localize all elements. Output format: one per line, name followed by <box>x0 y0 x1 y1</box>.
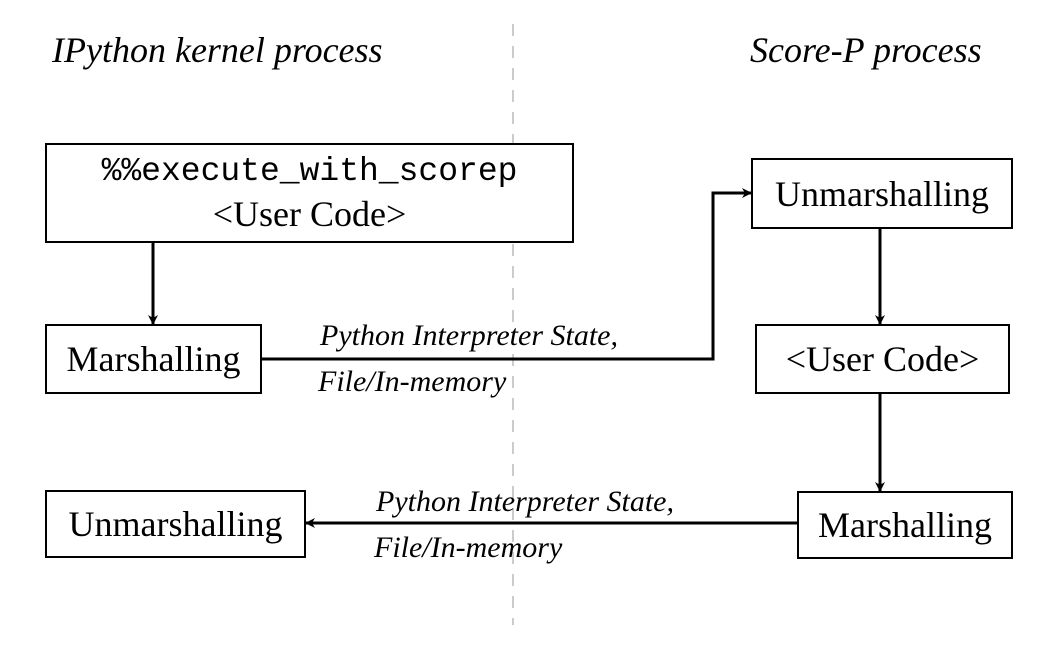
heading-ipython-kernel-process: IPython kernel process <box>52 30 383 70</box>
node-marshalling-left: Marshalling <box>45 324 262 394</box>
node-marshalling-right: Marshalling <box>797 491 1013 559</box>
node-magic-cell: %%execute_with_scorep <User Code> <box>45 143 574 243</box>
node-user-code-right: <User Code> <box>755 324 1010 394</box>
node-unmarshalling-left: Unmarshalling <box>45 490 306 558</box>
edge-label-forward-line2: File/In-memory <box>318 365 507 398</box>
edge-label-backward-line2: File/In-memory <box>374 531 563 564</box>
node-unmarshalling-right: Unmarshalling <box>751 158 1013 229</box>
user-code-placeholder: <User Code> <box>212 194 407 234</box>
edge-label-backward-line1: Python Interpreter State, <box>376 485 674 518</box>
magic-command-text: %%execute_with_scorep <box>101 153 518 190</box>
edge-label-forward-line1: Python Interpreter State, <box>320 319 618 352</box>
arrow-marshalling-to-unmarshalling <box>262 188 752 361</box>
heading-score-p-process: Score-P process <box>750 30 982 70</box>
